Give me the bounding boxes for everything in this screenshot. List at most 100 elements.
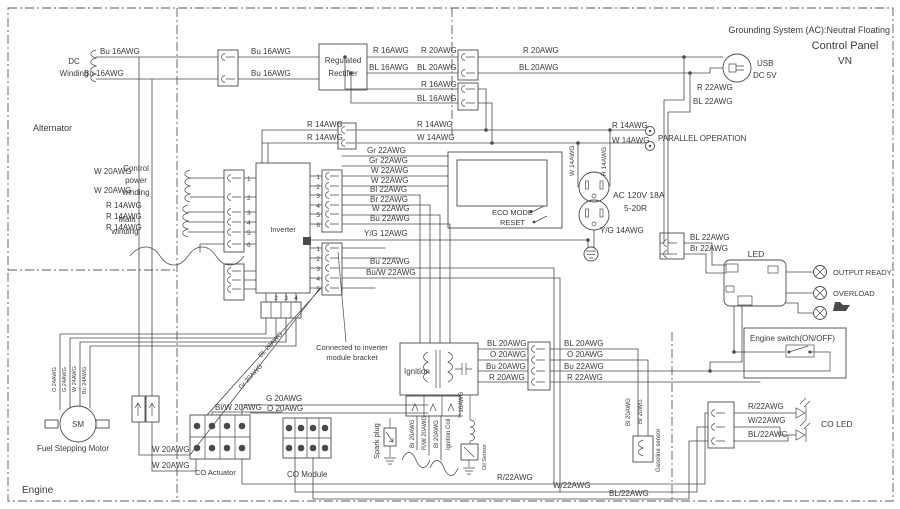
- wire-o24-vert: O 24AWG: [52, 367, 58, 392]
- pin-glyph: [341, 139, 355, 147]
- co-module-block: [282, 417, 332, 459]
- main-winding-coil: [182, 204, 190, 238]
- pin-glyph: [227, 240, 241, 248]
- pin-c4: 4: [316, 276, 320, 283]
- wire-bl20-1: BL 20AWG: [417, 63, 456, 72]
- pin-glyph: [461, 85, 475, 93]
- junction-dot: [343, 55, 347, 59]
- inverter-box: [255, 162, 311, 294]
- pin-glyph: [711, 437, 725, 445]
- pin-a6: 6: [247, 242, 251, 249]
- winding-wires: [187, 177, 257, 290]
- reset-label: RESET: [500, 218, 525, 227]
- terminal-dot: [193, 444, 201, 452]
- pin-b1: 1: [316, 174, 320, 181]
- oil-alert-lamp: [813, 306, 827, 320]
- pin-glyph: [325, 182, 339, 190]
- pin-glyph: [325, 284, 339, 292]
- pin-glyph: [531, 367, 545, 375]
- ignition-connector: [405, 395, 461, 417]
- connector-ignition: [527, 341, 551, 391]
- wire-w20-act1: W 20AWG: [152, 445, 189, 454]
- wire-bl22-led: BL 22AWG: [690, 233, 729, 242]
- usb-port: [722, 53, 752, 83]
- wire-bl20-2: BL 20AWG: [519, 63, 558, 72]
- eco-mode-label: ECO MODE: [492, 208, 533, 217]
- pin-glyph: [531, 378, 545, 386]
- terminal-dot: [208, 422, 216, 430]
- pin-glyph: [325, 274, 339, 282]
- output-ready-lamp: [813, 265, 827, 279]
- alternator-rectifier-wires: [95, 56, 724, 255]
- connector-boxes: [217, 49, 735, 449]
- pin-glyph: [461, 99, 475, 107]
- oil-lamp-icon: [833, 302, 850, 311]
- ignition-wires: [416, 348, 831, 461]
- wire-r16-2: R 16AWG: [421, 80, 457, 89]
- parallel-operation-wires: [261, 129, 646, 188]
- wire-bl20-diag: BL 20AWG: [257, 331, 284, 359]
- pin-b5: 5: [316, 212, 320, 219]
- wire-w14-vert: W 14AWG: [569, 146, 576, 176]
- wire-bu22-inv: Bu 22AWG: [370, 214, 410, 223]
- wire-w20-wind1: W 20AWG: [94, 167, 131, 176]
- sm-label: SM: [72, 420, 84, 429]
- pin-glyph: [325, 244, 339, 252]
- control-winding-line1: Control: [123, 164, 149, 173]
- wire-r14-inv2: R 14AWG: [307, 133, 343, 142]
- rectifier-line1: Regulated: [325, 56, 361, 65]
- ignition-secondary-coils: [401, 452, 459, 476]
- note-leader-line: [337, 251, 347, 343]
- terminal-dot: [297, 444, 305, 452]
- wire-w20-act2: W 20AWG: [152, 461, 189, 470]
- control-winding-line2: power: [125, 176, 147, 185]
- wire-yg12: Y/G 12AWG: [364, 229, 408, 238]
- junction-dot: [732, 350, 736, 354]
- overload-label: OVERLOAD: [833, 289, 875, 298]
- overload-lamp-x: [815, 288, 825, 298]
- pin-glyph: [711, 423, 725, 431]
- ground-symbol: [583, 246, 599, 262]
- wire-gr22-1: Gr 22AWG: [367, 146, 406, 155]
- section-boundaries: [7, 7, 894, 502]
- terminal-dot: [309, 424, 317, 432]
- terminal-dot: [321, 424, 329, 432]
- wire-bu22-ign: Bu 22AWG: [564, 362, 604, 371]
- wire-bl16-2: BL 16AWG: [417, 94, 456, 103]
- led-wires: [683, 242, 814, 372]
- pin-glyph: [227, 174, 241, 182]
- pin-c5: 5: [316, 286, 320, 293]
- pin-a4: 4: [247, 220, 251, 227]
- connector-rect-2: [457, 82, 479, 111]
- parallel-terminal-1: [645, 126, 655, 136]
- ignition-box: [399, 342, 479, 396]
- oil-sensor-label: Oil Sensor: [482, 444, 488, 470]
- wire-r14-wind2: R 14AWG: [106, 212, 142, 221]
- pin-a1: 1: [247, 176, 251, 183]
- wire-w24-vert: W 24AWG: [72, 366, 78, 392]
- engine-switch-label: Engine switch(ON/OFF): [750, 334, 835, 343]
- dc-winding-coil: [90, 49, 98, 83]
- wire-r20-2: R 20AWG: [523, 46, 559, 55]
- pin-glyph: [227, 208, 241, 216]
- wire-bu16-3: Bu 16AWG: [251, 47, 291, 56]
- wire-r16-1: R 16AWG: [373, 46, 409, 55]
- alternator-label: Alternator: [33, 123, 72, 133]
- pin-glyph: [461, 69, 475, 77]
- wire-o20-act: O 20AWG: [267, 404, 303, 413]
- wire-bl22-inv: Bl 22AWG: [370, 185, 407, 194]
- connector-rect-1: [457, 49, 479, 81]
- wire-r22-coled: R/22AWG: [748, 402, 784, 411]
- wire-bl20-vert: Bl 20AWG: [434, 420, 440, 448]
- wire-bu20-ign: Bu 20AWG: [486, 362, 526, 371]
- pin-a2: 2: [247, 195, 251, 202]
- engine-switch: [743, 327, 847, 379]
- usb-label: USB: [757, 59, 773, 68]
- pin-d2: 2: [274, 295, 278, 302]
- inverter-tab: [303, 237, 311, 245]
- overload-lamp: [813, 286, 827, 300]
- pin-d4: 4: [294, 295, 298, 302]
- wire-bl16-1: BL 16AWG: [369, 63, 408, 72]
